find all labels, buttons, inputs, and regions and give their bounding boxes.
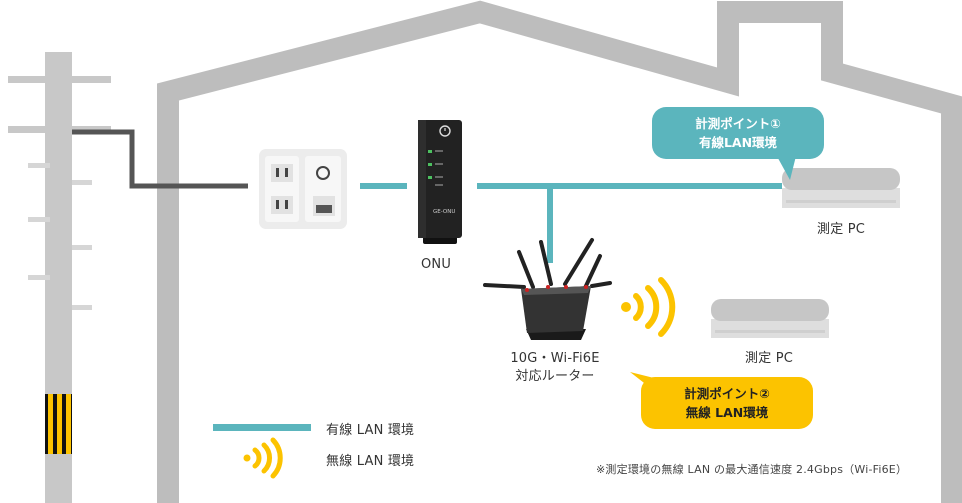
- router-label-line2: 対応ルーター: [515, 369, 595, 384]
- router-device: [483, 238, 612, 340]
- house-outline: [157, 0, 962, 503]
- onu-label: ONU: [421, 257, 452, 272]
- legend-wireless-swatch: [243, 437, 283, 479]
- wifi-waves: [621, 277, 676, 337]
- onu-plate-text: GE-ONU: [433, 209, 456, 215]
- legend-wired-label: 有線 LAN 環境: [326, 423, 415, 438]
- wired-lan-links: [360, 183, 782, 263]
- pc-wired-label: 測定 PC: [817, 222, 866, 237]
- router-label-line1: 10G・Wi-Fi6E: [510, 351, 600, 366]
- fiber-cable: [72, 129, 248, 189]
- wired-callout-line1: 計測ポイント①: [695, 116, 781, 131]
- speed-footnote: ※測定環境の無線 LAN の最大通信速度 2.4Gbps（Wi-Fi6E）: [596, 463, 908, 476]
- router-label: 10G・Wi-Fi6E 対応ルーター: [492, 350, 618, 386]
- wireless-callout-line1: 計測ポイント②: [684, 386, 770, 401]
- legend-wired-swatch: [213, 424, 311, 431]
- wireless-callout-line2: 無線 LAN環境: [685, 405, 769, 420]
- pc-wireless-device: [711, 299, 829, 338]
- utility-pole: [8, 52, 111, 503]
- pc-wired-device: [782, 168, 900, 208]
- legend-wireless-label: 無線 LAN 環境: [326, 454, 415, 469]
- wired-measure-callout: 計測ポイント① 有線LAN環境: [652, 107, 824, 159]
- wireless-measure-callout: 計測ポイント② 無線 LAN環境: [641, 377, 813, 429]
- onu-device: [418, 120, 462, 244]
- pc-wireless-label: 測定 PC: [745, 351, 794, 366]
- wall-outlet: [259, 149, 347, 229]
- wired-callout-line2: 有線LAN環境: [698, 135, 778, 150]
